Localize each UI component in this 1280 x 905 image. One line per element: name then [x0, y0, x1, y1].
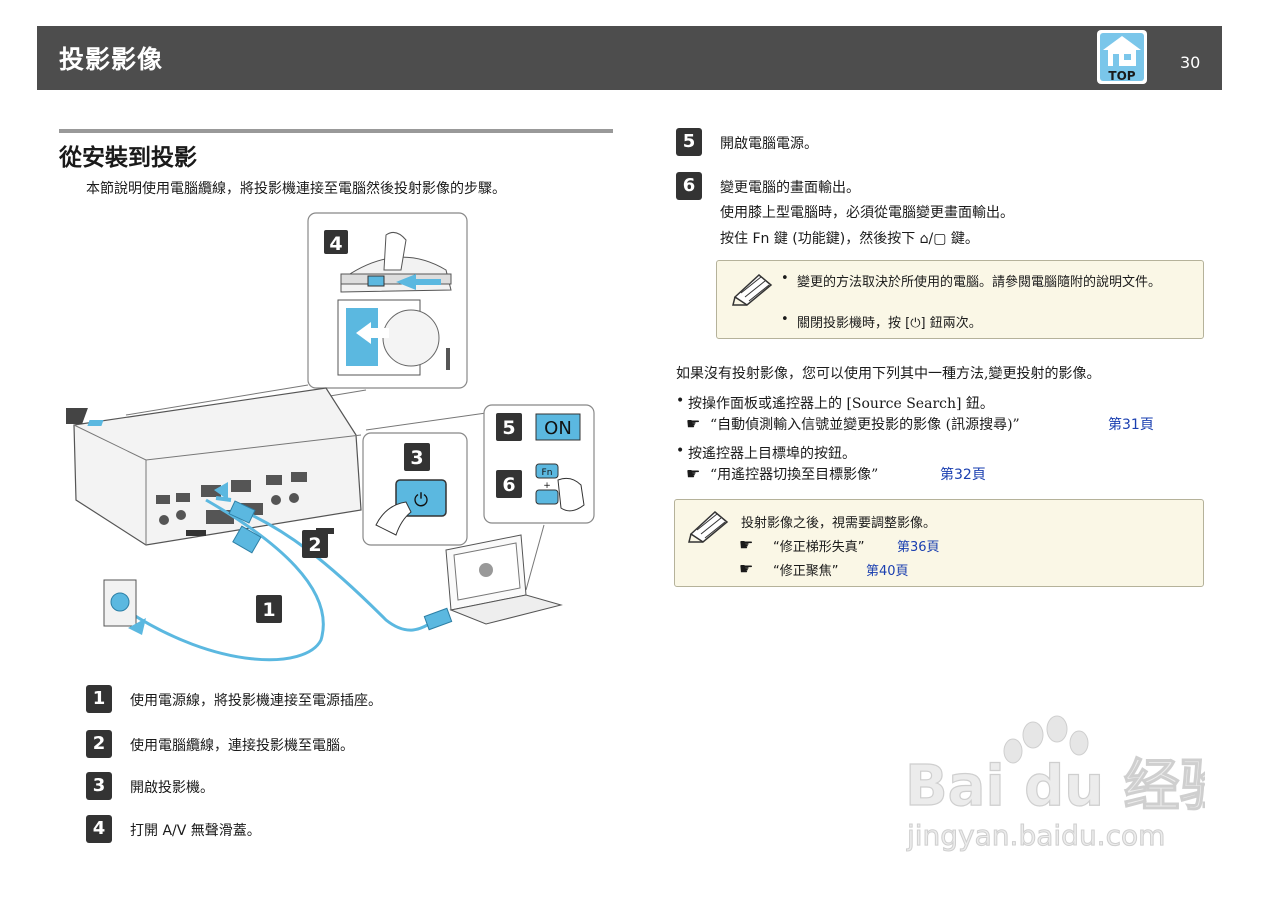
note-pen-icon — [731, 271, 775, 311]
note-box-2: 投射影像之後，視需要調整影像。 ☛ “修正梯形失真” 第36頁 ☛ “修正聚焦”… — [674, 499, 1204, 587]
on-label: ON — [544, 418, 572, 439]
power-symbol: ⏻ — [414, 490, 428, 511]
step-badge: 5 — [676, 128, 702, 156]
no-image-bullet-1: 按操作面板或遙控器上的 [Source Search] 鈕。 — [688, 396, 994, 412]
step-text: 打開 A/V 無聲滑蓋。 — [130, 823, 261, 839]
step-badge: 6 — [676, 172, 702, 200]
link-page-36[interactable]: 第36頁 — [897, 540, 940, 555]
watermark-url: jingyan.baidu.com — [906, 819, 1165, 852]
section-rule — [59, 129, 613, 133]
page-header: 投影影像 TOP 30 — [37, 26, 1222, 90]
callout-3: 3 — [410, 447, 423, 469]
step-text: 使用電腦纜線，連接投影機至電腦。 — [130, 738, 354, 754]
note1-bullet-1: 變更的方法取決於所使用的電腦。請參閱電腦隨附的說明文件。 — [797, 275, 1162, 290]
step-text: 使用電源線，將投影機連接至電源插座。 — [130, 693, 382, 709]
power-cable — [103, 496, 325, 662]
leader-line — [525, 524, 545, 591]
laptop-keys-detail: 5 ON 6 Fn + — [483, 404, 595, 524]
av-mute-detail: 4 — [307, 212, 468, 389]
callout-5: 5 — [502, 417, 515, 439]
laptop-illustration — [445, 534, 563, 625]
leader-line — [365, 412, 487, 431]
watermark-brand: Bai du 经验 — [905, 754, 1205, 819]
step-text: 變更電腦的畫面輸出。 — [720, 180, 860, 196]
top-icon-label: TOP — [1108, 69, 1135, 83]
callout-2: 2 — [308, 534, 321, 556]
step-badge: 1 — [86, 685, 112, 713]
step-badge: 3 — [86, 772, 112, 800]
header-title: 投影影像 — [59, 45, 164, 74]
power-button-detail: 3 ⏻ — [362, 432, 468, 546]
callout-6: 6 — [502, 474, 515, 496]
pointing-hand-icon: ☛ — [739, 559, 754, 578]
callout-4: 4 — [329, 233, 342, 255]
note-box-1: • 變更的方法取決於所使用的電腦。請參閱電腦隨附的說明文件。 • 關閉投影機時，… — [716, 260, 1204, 339]
step-badge: 2 — [86, 730, 112, 758]
note-pen-icon — [687, 508, 731, 548]
plus-label: + — [543, 481, 551, 491]
no-image-ref-1: “自動偵測輸入信號並變更投影的影像 (訊源搜尋)” — [710, 417, 1020, 433]
section-intro: 本節說明使用電腦纜線，將投影機連接至電腦然後投射影像的步驟。 — [86, 181, 506, 197]
pointing-hand-icon: ☛ — [686, 414, 701, 433]
fn-label: Fn — [542, 468, 553, 478]
paw-icon — [1003, 715, 1089, 764]
note2-ref-1: “修正梯形失真” — [773, 540, 865, 555]
no-image-bullet-2: 按遙控器上目標埠的按鈕。 — [688, 446, 856, 462]
note2-ref-2: “修正聚焦” — [773, 564, 839, 579]
pointing-hand-icon: ☛ — [686, 464, 701, 483]
leader-line — [125, 384, 309, 416]
link-page-40[interactable]: 第40頁 — [866, 564, 909, 579]
step6-detail-2: 按住 Fn 鍵 (功能鍵)，然後按下 ⌂/▢ 鍵。 — [720, 231, 979, 247]
step-badge: 4 — [86, 815, 112, 843]
connection-diagram: 4 — [40, 210, 606, 670]
note2-line: 投射影像之後，視需要調整影像。 — [741, 516, 937, 531]
baidu-watermark: Bai du 经验 jingyan.baidu.com — [904, 715, 1236, 855]
top-home-icon[interactable]: TOP — [1097, 30, 1147, 84]
link-page-31[interactable]: 第31頁 — [1108, 417, 1154, 433]
note1-bullet-2: 關閉投影機時，按 [⏻] 鈕兩次。 — [797, 316, 982, 331]
step-text: 開啟電腦電源。 — [720, 136, 818, 152]
step-text: 開啟投影機。 — [130, 780, 214, 796]
projector-illustration — [40, 387, 362, 546]
no-image-ref-2: “用遙控器切換至目標影像” — [710, 467, 879, 483]
callout-1: 1 — [262, 599, 275, 621]
link-page-32[interactable]: 第32頁 — [940, 467, 986, 483]
step6-detail-1: 使用膝上型電腦時，必須從電腦變更畫面輸出。 — [720, 205, 1014, 221]
page-number: 30 — [1180, 53, 1201, 72]
no-image-lead: 如果沒有投射影像，您可以使用下列其中一種方法,變更投射的影像。 — [676, 366, 1101, 382]
section-title: 從安裝到投影 — [59, 145, 197, 171]
pointing-hand-icon: ☛ — [739, 535, 754, 554]
